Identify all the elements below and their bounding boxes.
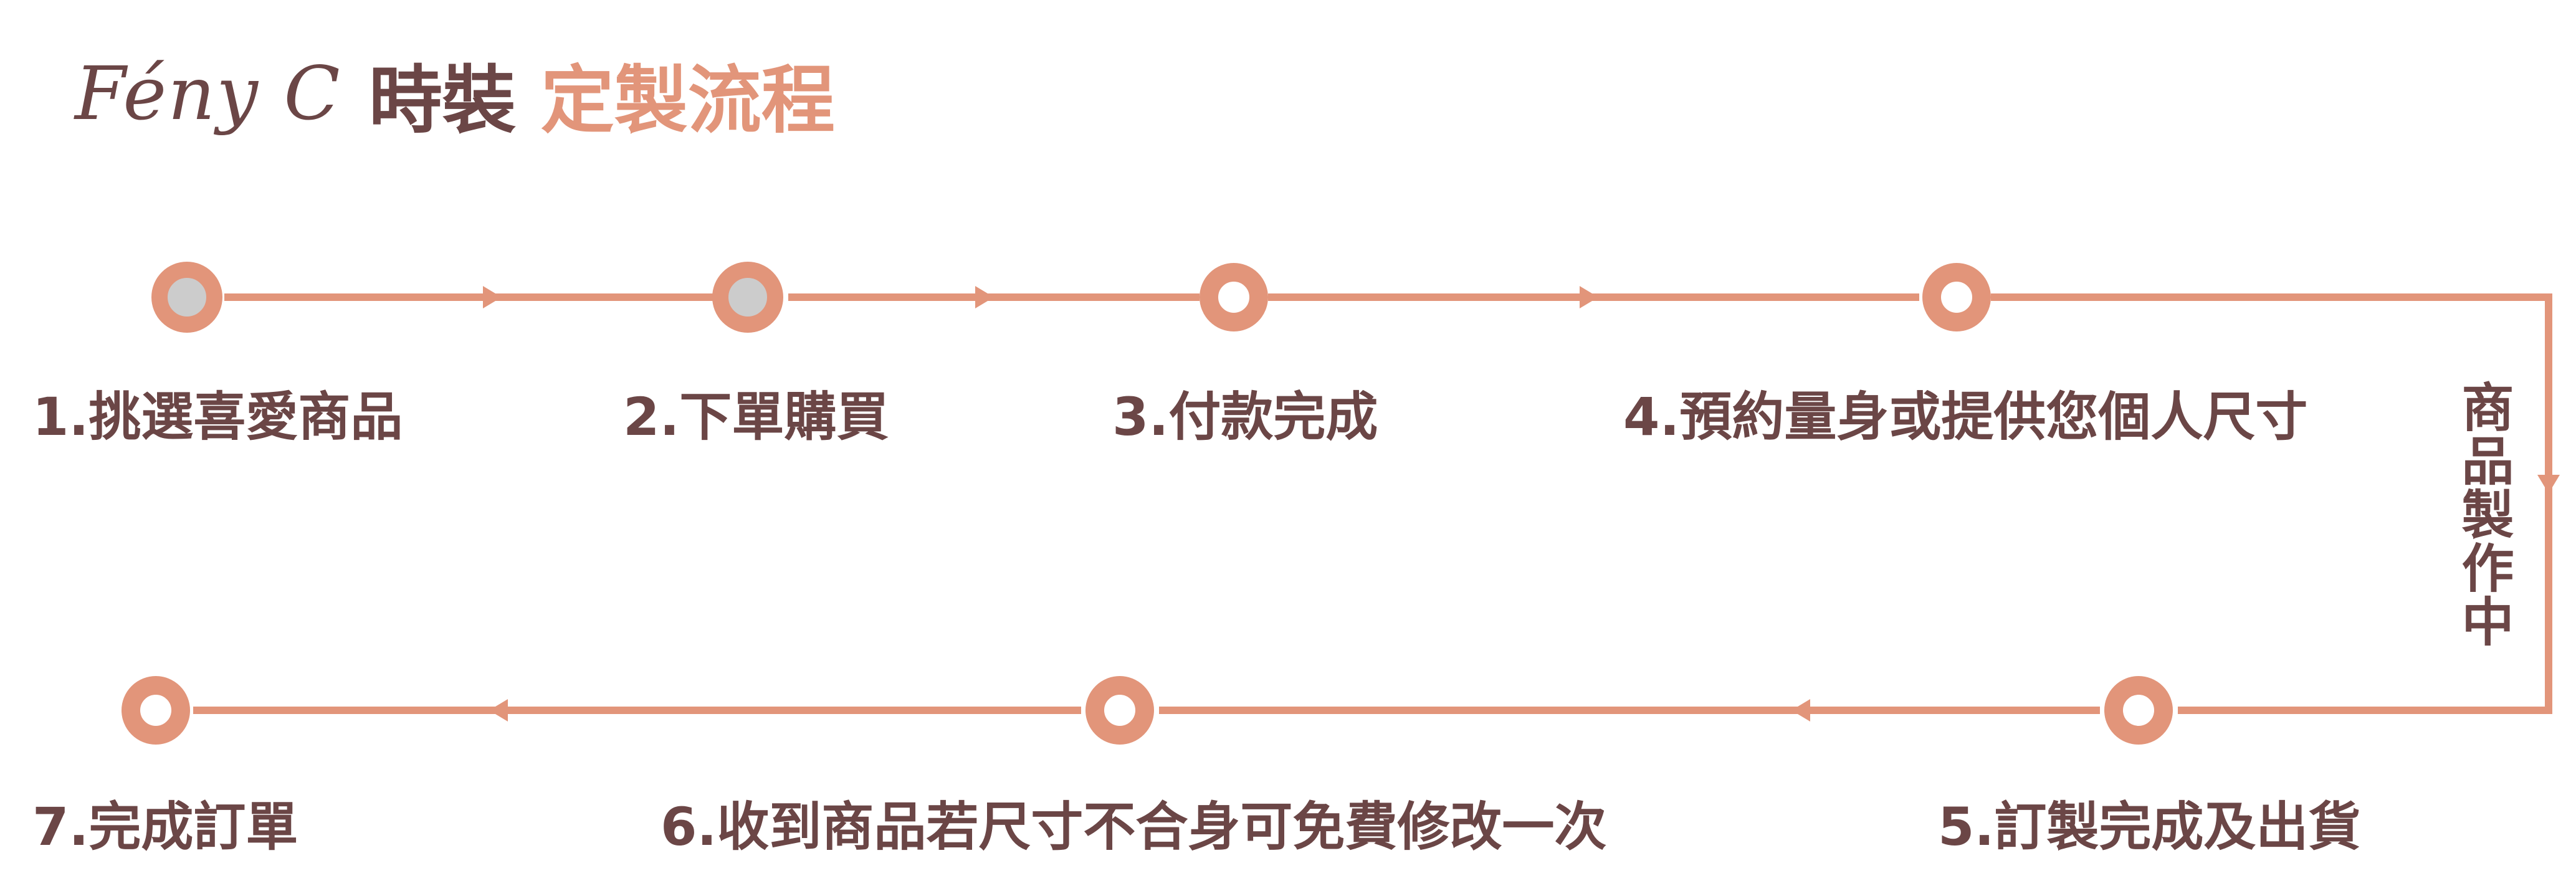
side-label-production: 商品製作中 (2453, 380, 2514, 648)
step-label-5: 5.訂製完成及出貨 (1938, 796, 2361, 857)
page-title: Fény C 時裝 定製流程 (75, 37, 835, 150)
step-marker-5 (2104, 676, 2173, 745)
step-marker-7 (122, 676, 190, 745)
title-main: 時裝 (368, 57, 516, 143)
step-label-1: 1.挑選喜愛商品 (32, 386, 403, 447)
arrow-right-icon (975, 286, 994, 308)
arrow-right-icon (483, 286, 502, 308)
arrow-down-icon (2537, 475, 2560, 493)
step-marker-6 (1085, 676, 1154, 745)
title-accent: 定製流程 (540, 57, 835, 143)
step-label-2: 2.下單購買 (623, 386, 889, 447)
step-marker-3 (1200, 263, 1268, 331)
step-label-6: 6.收到商品若尺寸不合身可免費修改一次 (661, 796, 1607, 857)
brand-name: Fény C (75, 50, 341, 136)
arrow-left-icon (1791, 699, 1810, 722)
arrow-left-icon (489, 699, 508, 722)
step-marker-1 (151, 262, 222, 333)
step-marker-2 (712, 262, 783, 333)
step-label-7: 7.完成訂單 (32, 796, 298, 857)
step-label-4: 4.預約量身或提供您個人尺寸 (1623, 386, 2308, 447)
step-marker-4 (1922, 263, 1991, 331)
arrow-right-icon (1580, 286, 1598, 308)
step-label-3: 3.付款完成 (1112, 386, 1378, 447)
connector-line (1991, 293, 2552, 714)
